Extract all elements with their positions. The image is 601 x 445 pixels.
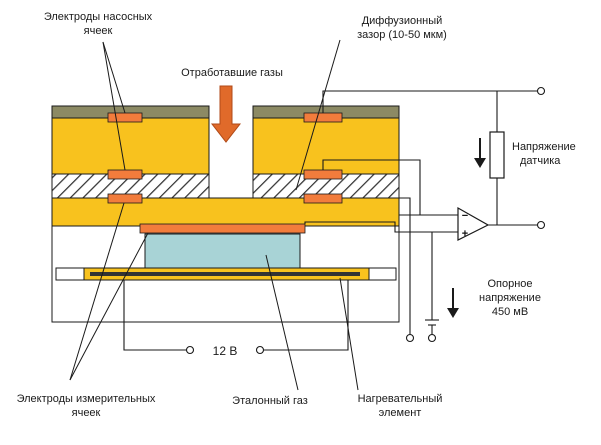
reference-electrode <box>139 223 306 234</box>
labels: Электроды насосных ячеек Диффузионный за… <box>17 11 576 419</box>
electrodes <box>107 112 343 234</box>
heater-element <box>90 272 360 276</box>
upper-ceramic-left <box>51 117 210 175</box>
sensor-voltage-label-line1: Напряжение <box>512 141 576 153</box>
reference-gas-chamber <box>144 233 301 269</box>
diffusion-gap-label-line2: зазор (10-50 мкм) <box>357 29 447 41</box>
exhaust-arrow-icon <box>210 85 242 143</box>
exhaust-gases-label: Отработавшие газы <box>181 67 283 79</box>
leader-lines <box>69 39 359 391</box>
heater-voltage-label: 12 В <box>213 344 238 358</box>
diffusion-gap-label-line1: Диффузионный <box>362 15 443 27</box>
pump-electrode-mid-left <box>107 169 143 180</box>
pump-electrode-top-left <box>107 112 143 123</box>
resistor-icon <box>489 131 505 179</box>
reference-voltage-label-line3: 450 мВ <box>492 306 528 318</box>
sensor-voltage-label-line2: датчика <box>520 155 561 167</box>
heating-element-label-line2: элемент <box>379 407 422 419</box>
measuring-electrodes-label-line1: Электроды измерительных <box>17 393 156 405</box>
measuring-electrode-left <box>107 193 143 204</box>
measuring-electrode-right <box>303 193 343 204</box>
terminal-circle-icon <box>536 220 546 230</box>
circuit-wiring <box>123 90 540 351</box>
terminal-circle-icon <box>536 86 546 96</box>
pump-electrode-top-right <box>303 112 343 123</box>
terminal-circle-icon <box>185 345 195 355</box>
sensor-voltage-arrow-icon <box>474 138 486 168</box>
reference-gas-label: Эталонный газ <box>232 395 308 407</box>
terminal-circle-icon <box>255 345 265 355</box>
pump-electrodes-label-line2: ячеек <box>84 25 113 37</box>
op-amp-icon <box>457 206 490 241</box>
measuring-electrodes-label-line2: ячеек <box>72 407 101 419</box>
pump-electrode-mid-right <box>303 169 343 180</box>
reference-voltage-label-line2: напряжение <box>479 292 541 304</box>
upper-ceramic-right <box>252 117 400 175</box>
terminals <box>185 86 546 355</box>
op-amp-minus: − <box>462 210 468 222</box>
reference-voltage-label-line1: Опорное <box>487 278 532 290</box>
pump-electrodes-label-line1: Электроды насосных <box>44 11 153 23</box>
heating-element-label-line1: Нагревательный <box>358 393 443 405</box>
op-amp-plus: + <box>462 228 468 240</box>
terminal-circle-icon <box>405 333 415 343</box>
reference-voltage-arrow-icon <box>447 288 459 318</box>
terminal-circle-icon <box>427 333 437 343</box>
